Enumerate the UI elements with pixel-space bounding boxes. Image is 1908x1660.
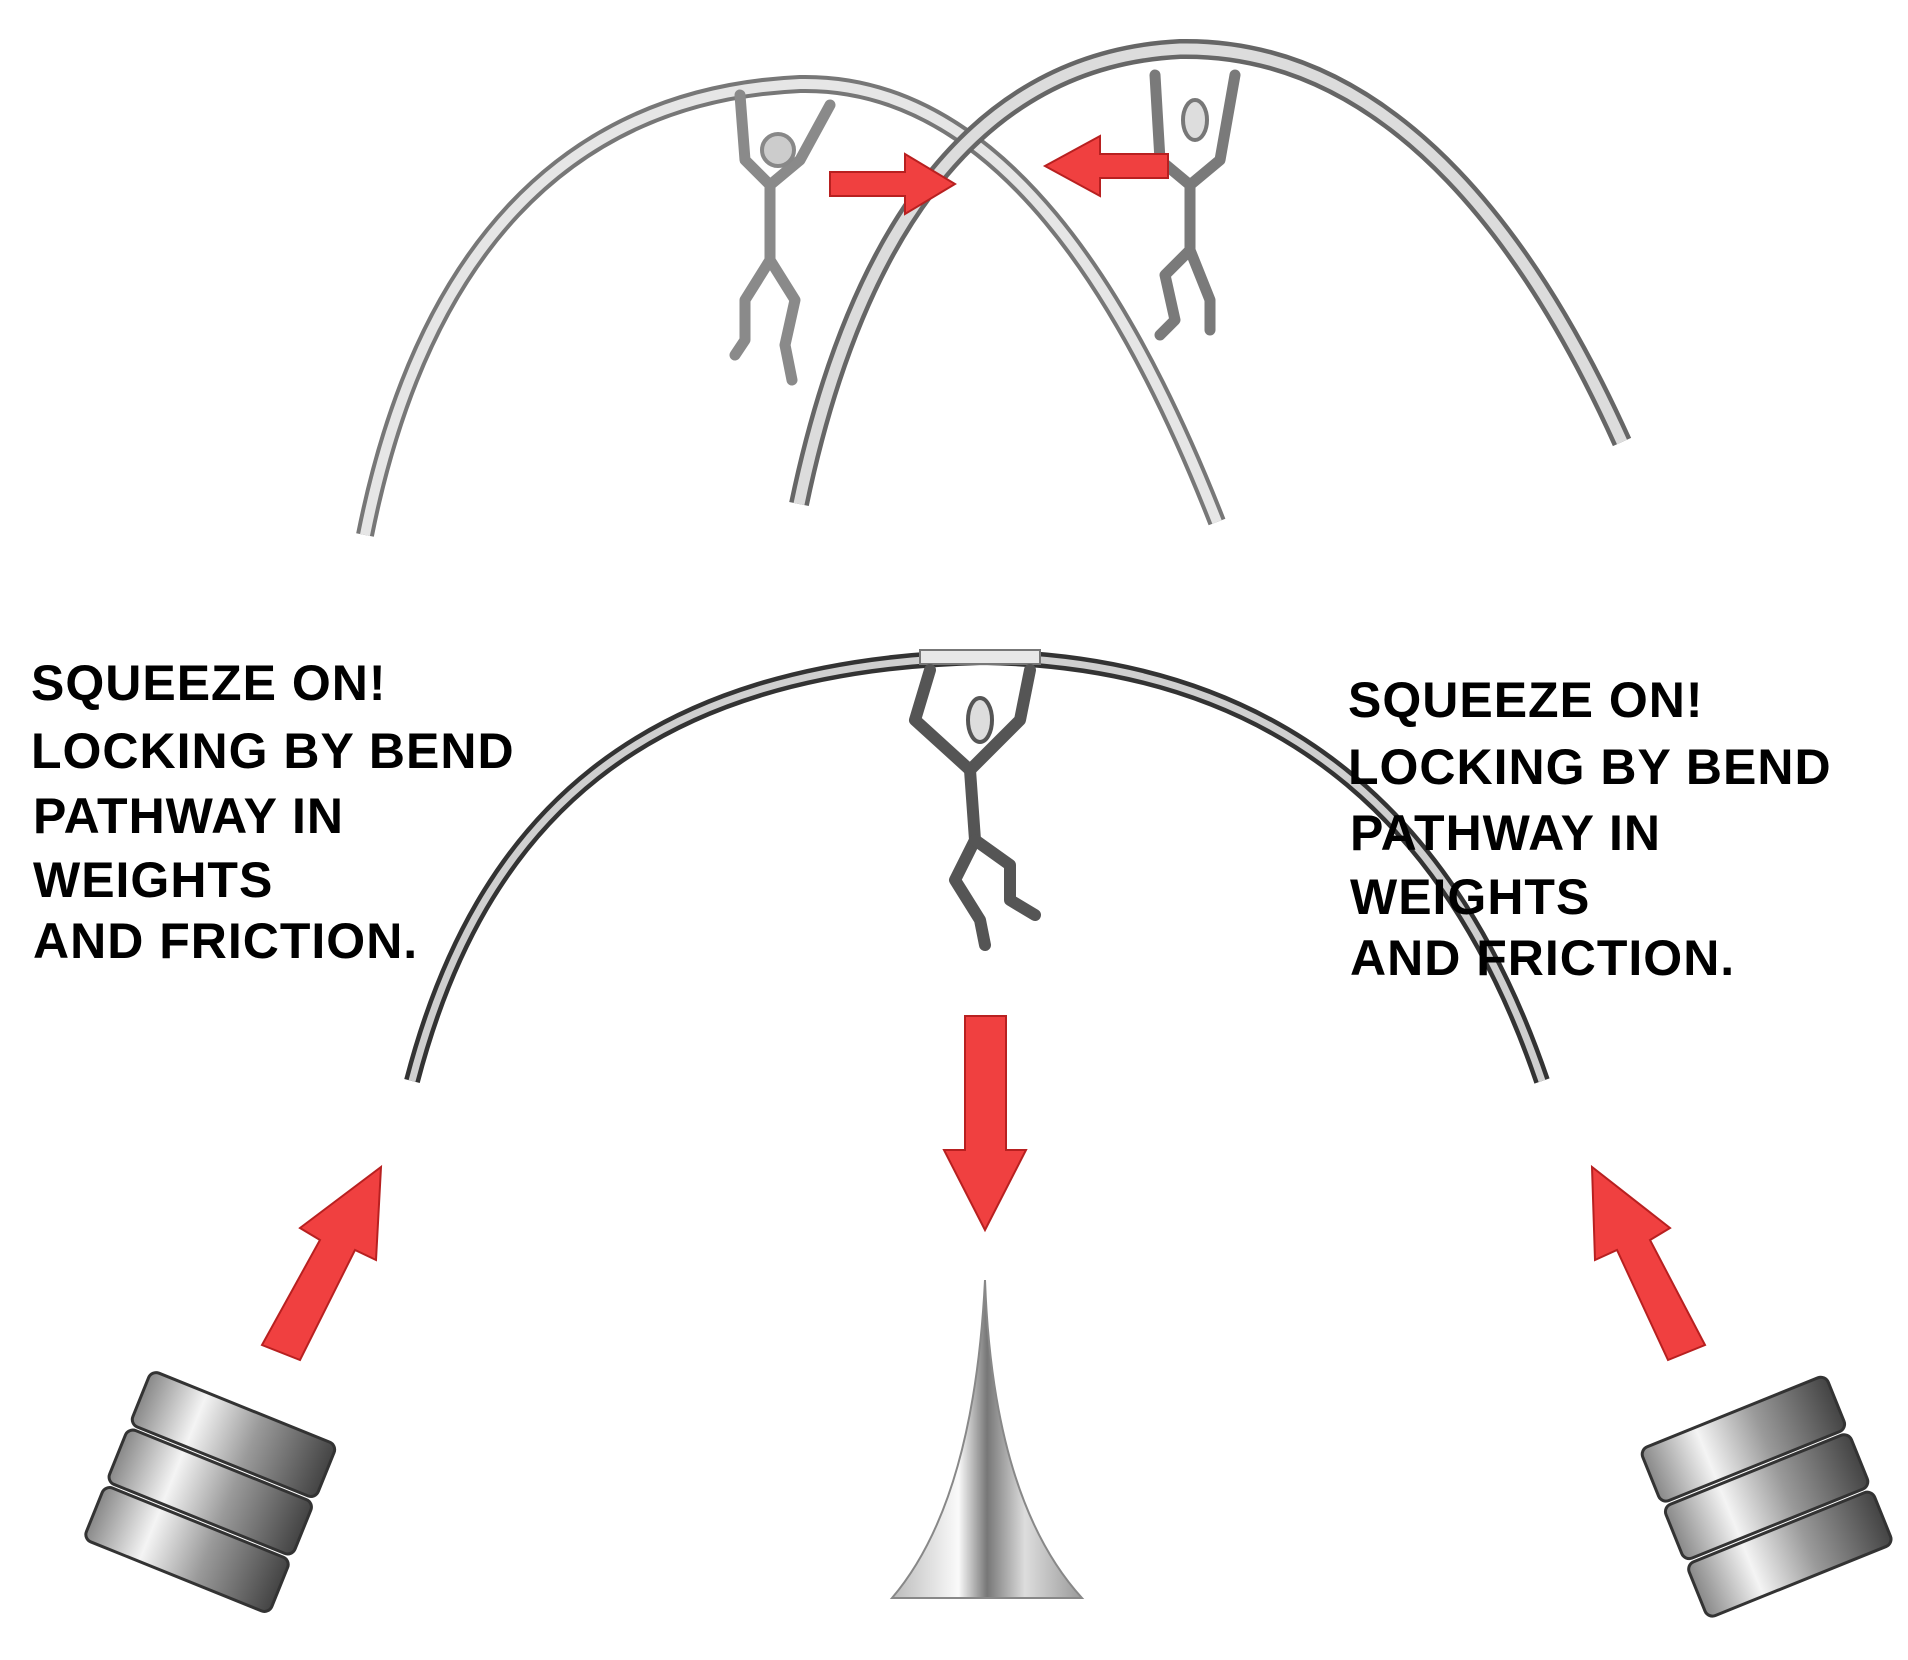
top-left-arch [356, 74, 1226, 537]
bottom-arch [404, 648, 1550, 1084]
arrow-left-icon [1042, 134, 1169, 198]
caption-line: PATHWAY IN [1350, 805, 1661, 861]
caption-line: LOCKING BY BEND [1348, 739, 1832, 795]
hanging-figure-center [909, 664, 1041, 951]
caption-line: AND FRICTION. [33, 913, 418, 969]
caption-line: WEIGHTS [1350, 869, 1590, 925]
cone-pivot [889, 1279, 1085, 1599]
arrow-down-icon [942, 1015, 1028, 1233]
arrow-up-right-icon [1590, 1164, 1707, 1362]
caption-line: PATHWAY IN [33, 788, 344, 844]
hanging-figure-left [729, 89, 836, 386]
right-caption: SQUEEZE ON! LOCKING BY BEND PATHWAY IN W… [1348, 672, 1832, 986]
caption-line: SQUEEZE ON! [1348, 672, 1703, 728]
top-right-arch [789, 38, 1632, 507]
arrow-right-icon [829, 152, 957, 216]
caption-line: AND FRICTION. [1350, 930, 1735, 986]
weight-stack-left [84, 1371, 337, 1613]
caption-line: WEIGHTS [33, 852, 273, 908]
hanging-figure-right [1149, 69, 1241, 341]
caption-line: SQUEEZE ON! [31, 655, 386, 711]
caption-line: LOCKING BY BEND [31, 723, 515, 779]
left-caption: SQUEEZE ON! LOCKING BY BEND PATHWAY IN W… [31, 655, 515, 969]
weight-stack-right [1640, 1375, 1893, 1618]
arrow-up-left-icon [260, 1164, 383, 1362]
